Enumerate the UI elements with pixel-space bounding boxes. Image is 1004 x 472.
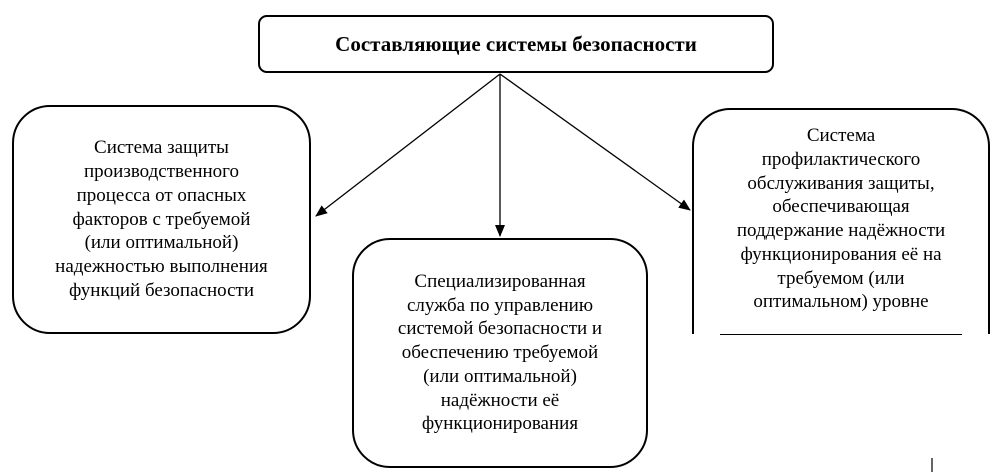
middle-node-label: Специализированная служба по управлению …	[397, 270, 603, 435]
right-node-box: Система профилактического обслуживания з…	[692, 108, 990, 334]
left-node-box: Система защиты производственного процесс…	[12, 105, 311, 334]
arrow-to-left-box	[315, 73, 501, 217]
left-node-label: Система защиты производственного процесс…	[55, 137, 268, 301]
root-node-box: Составляющие системы безопасности	[258, 15, 774, 73]
root-node-label: Составляющие системы безопасности	[335, 31, 697, 56]
right-node-label: Система профилактического обслуживания з…	[736, 125, 946, 313]
middle-node-box: Специализированная служба по управлению …	[352, 238, 648, 468]
arrow-to-right-box	[499, 73, 691, 211]
